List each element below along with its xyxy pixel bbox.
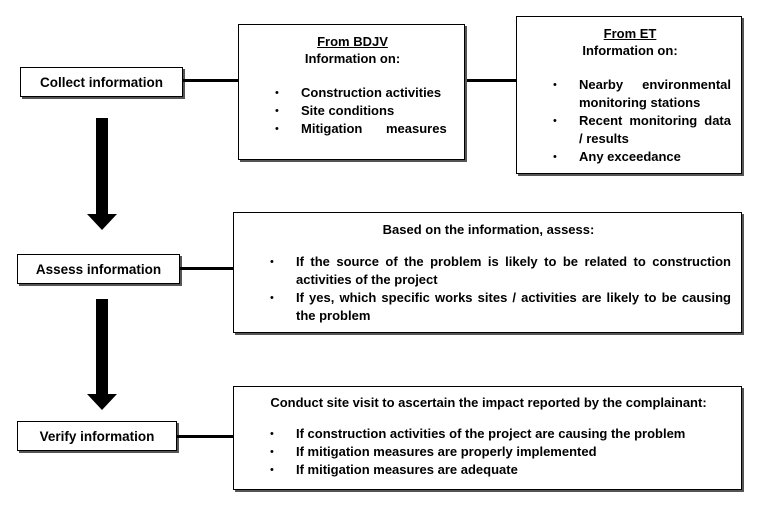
et-subtitle: Information on: — [582, 43, 678, 58]
list-item: • Site conditions — [275, 103, 395, 118]
verify-title: Conduct site visit to ascertain the impa… — [270, 395, 707, 410]
verify-list: • If construction activities of the proj… — [246, 425, 731, 479]
bullet-icon: • — [270, 446, 274, 458]
bullet-icon: • — [553, 79, 557, 91]
assess-list: • If the source of the problem is likely… — [246, 253, 731, 325]
list-item: • Recent monitoring data / results — [553, 113, 731, 146]
arrow-down-2 — [87, 299, 117, 410]
bullet-icon: • — [553, 151, 557, 163]
connector-bdjv-et — [465, 79, 516, 82]
list-item: • If mitigation measures are adequate — [270, 462, 518, 477]
connector-assess-box — [180, 267, 233, 270]
bdjv-title: From BDJV — [317, 34, 388, 49]
bdjv-list: • Construction activities • Site conditi… — [251, 84, 454, 138]
bullet-icon: • — [270, 256, 274, 268]
list-item: • Any exceedance — [553, 149, 681, 164]
step-collect-label: Collect information — [39, 74, 163, 90]
bdjv-subtitle: Information on: — [304, 51, 401, 66]
list-item: • Construction activities — [275, 85, 442, 100]
verify-box: Conduct site visit to ascertain the impa… — [233, 386, 742, 490]
list-item: • If mitigation measures are properly im… — [270, 444, 597, 459]
bdjv-info-box: From BDJV Information on: • Construction… — [238, 24, 465, 160]
et-list: • Nearby environmental monitoring statio… — [529, 76, 731, 166]
connector-verify-box — [177, 435, 233, 438]
step-verify-label: Verify information — [39, 428, 155, 444]
bullet-icon: • — [275, 123, 279, 135]
et-info-box: From ET Information on: • Nearby environ… — [516, 16, 742, 174]
bullet-icon: • — [275, 105, 279, 117]
bullet-icon: • — [275, 87, 279, 99]
list-item: • If construction activities of the proj… — [270, 426, 686, 441]
list-item: • Nearby environmental monitoring statio… — [553, 77, 731, 110]
connector-collect-bdjv — [183, 79, 238, 82]
step-assess-label: Assess information — [35, 261, 162, 277]
bullet-icon: • — [270, 464, 274, 476]
list-item: • If yes, which specific works sites / a… — [270, 290, 731, 323]
step-assess-information: Assess information — [17, 254, 180, 284]
step-collect-information: Collect information — [20, 67, 183, 97]
et-title: From ET — [603, 26, 657, 41]
assess-box: Based on the information, assess: • If t… — [233, 212, 742, 333]
assess-title: Based on the information, assess: — [382, 222, 595, 237]
bullet-icon: • — [270, 428, 274, 440]
list-item: • Mitigation measures — [275, 121, 447, 136]
bullet-icon: • — [553, 115, 557, 127]
arrow-down-1 — [87, 118, 117, 230]
step-verify-information: Verify information — [17, 421, 177, 451]
bullet-icon: • — [270, 292, 274, 304]
list-item: • If the source of the problem is likely… — [270, 254, 731, 287]
